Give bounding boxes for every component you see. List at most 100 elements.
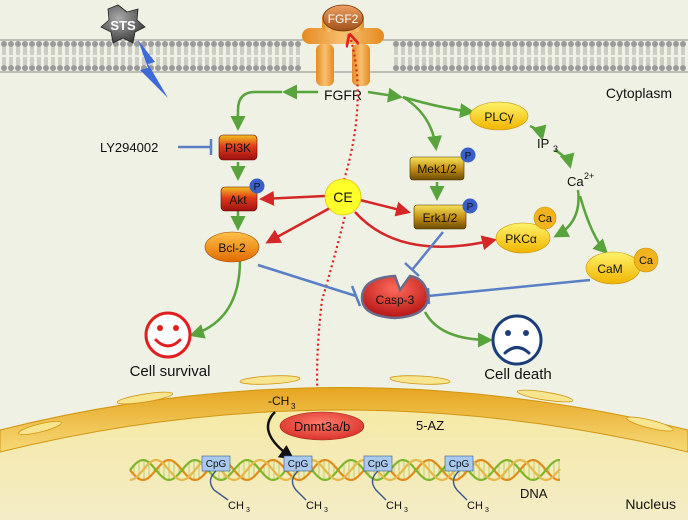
cam-ca-label: Ca [639, 255, 654, 267]
erk-node: Erk1/2 P [413, 198, 478, 230]
inhibit-cam-casp [427, 278, 591, 298]
svg-text:3: 3 [485, 507, 489, 514]
calcium-ion-label: Ca 2+ [567, 171, 594, 189]
cpg-label: CpG [449, 459, 470, 470]
dna-helix [129, 458, 561, 482]
arrow-fgfr-right [367, 87, 403, 103]
arrow-ip3-ca [554, 148, 575, 169]
mek-phospho-badge [460, 147, 476, 163]
svg-text:CH: CH [306, 500, 322, 512]
pkc-ca-label: Ca [538, 213, 553, 225]
cpg-label: CpG [288, 459, 309, 470]
mek-node: Mek1/2 P [409, 147, 476, 181]
dna-label: DNA [520, 486, 548, 501]
lightning-bolt-icon [138, 40, 168, 98]
inhibit-erk-casp [411, 231, 444, 271]
mek-label: Mek1/2 [417, 162, 457, 176]
cytoplasm-label: Cytoplasm [606, 85, 672, 101]
nucleus-label: Nucleus [625, 496, 676, 512]
ip3-label-group: IP 3 [537, 136, 558, 154]
fgfr-label: FGFR [324, 87, 362, 103]
cell-death-label: Cell death [484, 366, 552, 383]
ce-node: CE [324, 178, 362, 216]
arrow-casp-death [423, 311, 493, 348]
methyl-subscript: 3 [291, 402, 296, 411]
cpg-label: CpG [368, 459, 389, 470]
activation-arrows [189, 84, 609, 348]
svg-text:3: 3 [404, 507, 408, 514]
akt-phospho-badge [249, 178, 265, 194]
arrow-ce-bcl2 [265, 206, 331, 244]
dotted-arrow-ce-fgf2 [342, 36, 358, 181]
sts-burst-shape [100, 4, 146, 44]
cpg-site: CpG CH 3 [363, 455, 408, 514]
arrow-to-pi3k [230, 90, 282, 131]
methyl-donor: -CH 3 [266, 394, 296, 460]
inhibit-bcl2-casp [257, 263, 357, 298]
cpg-site: CpG CH 3 [444, 455, 489, 514]
arrow-bcl2-survival [189, 259, 242, 339]
arrow-ca-cam [578, 195, 609, 255]
erk-phospho-label: P [467, 202, 474, 213]
cpg-sites: CpG CH 3 CpG CH 3 CpG CH 3 CpG CH 3 [201, 455, 489, 514]
arrow-ce-erk [359, 198, 411, 217]
arrow-ca-pkc [553, 189, 580, 238]
svg-text:CH: CH [228, 500, 244, 512]
ce-dotted-arrows [317, 36, 358, 400]
akt-phospho-label: P [254, 182, 261, 193]
arrow-ce-pkc [354, 211, 497, 251]
nucleus [0, 375, 688, 520]
ip3-label: IP [537, 136, 549, 151]
bcl2-label: Bcl-2 [218, 241, 246, 255]
arrow-ce-akt [259, 190, 326, 206]
cpg-label: CpG [206, 459, 227, 470]
cam-ca-badge [633, 247, 659, 273]
bcl2-node: Bcl-2 [204, 231, 260, 263]
arrow-to-plcg [402, 95, 475, 118]
pkc-label: PKCα [505, 232, 537, 246]
sts-label: STS [110, 18, 136, 33]
svg-text:3: 3 [324, 507, 328, 514]
cell-survival-label: Cell survival [130, 363, 211, 380]
dnmt-node: Dnmt3a/b [279, 411, 365, 441]
five-az-label: 5-AZ [416, 418, 444, 433]
fgf2-ligand: FGF2 [322, 4, 364, 32]
ca-label: Ca [567, 174, 584, 189]
methyl-label: -CH [268, 394, 289, 408]
pi3k-node: PI3K [218, 134, 258, 161]
ly294002-label: LY294002 [100, 140, 158, 155]
svg-text:CH: CH [386, 500, 402, 512]
pkc-ca-badge [533, 206, 557, 230]
sad-face-icon [491, 314, 543, 366]
pkc-node: PKCα Ca [495, 206, 557, 254]
ce-arrows [259, 190, 497, 251]
plcg-label: PLCγ [484, 110, 513, 124]
dotted-arrow-ce-dnmt [317, 211, 348, 400]
erk-label: Erk1/2 [423, 211, 458, 225]
mek-phospho-label: P [465, 151, 472, 162]
casp3-label: Casp-3 [376, 293, 415, 307]
sts-stimulus: STS [100, 4, 168, 98]
svg-text:CH: CH [467, 500, 483, 512]
ca-superscript: 2+ [584, 171, 594, 181]
methylation-arrow [266, 411, 295, 460]
erk-phospho-badge [462, 198, 478, 214]
casp3-node: Casp-3 [360, 274, 430, 320]
ce-label: CE [333, 189, 352, 205]
smiley-face-icon [144, 311, 192, 359]
dnmt-label: Dnmt3a/b [294, 419, 350, 434]
cpg-site: CpG CH 3 [283, 455, 328, 514]
ip3-subscript: 3 [553, 144, 558, 154]
plcg-node: PLCγ [469, 101, 529, 131]
fgf2-label: FGF2 [328, 12, 359, 26]
svg-text:3: 3 [246, 507, 250, 514]
akt-label: Akt [229, 193, 247, 207]
cam-label: CaM [597, 262, 622, 276]
cpg-site: CpG CH 3 [201, 455, 250, 514]
arrow-plcg-ip3 [529, 124, 547, 141]
cam-node: CaM Ca [585, 247, 659, 285]
arrow-to-mek [402, 95, 442, 151]
akt-node: Akt P [220, 178, 265, 212]
